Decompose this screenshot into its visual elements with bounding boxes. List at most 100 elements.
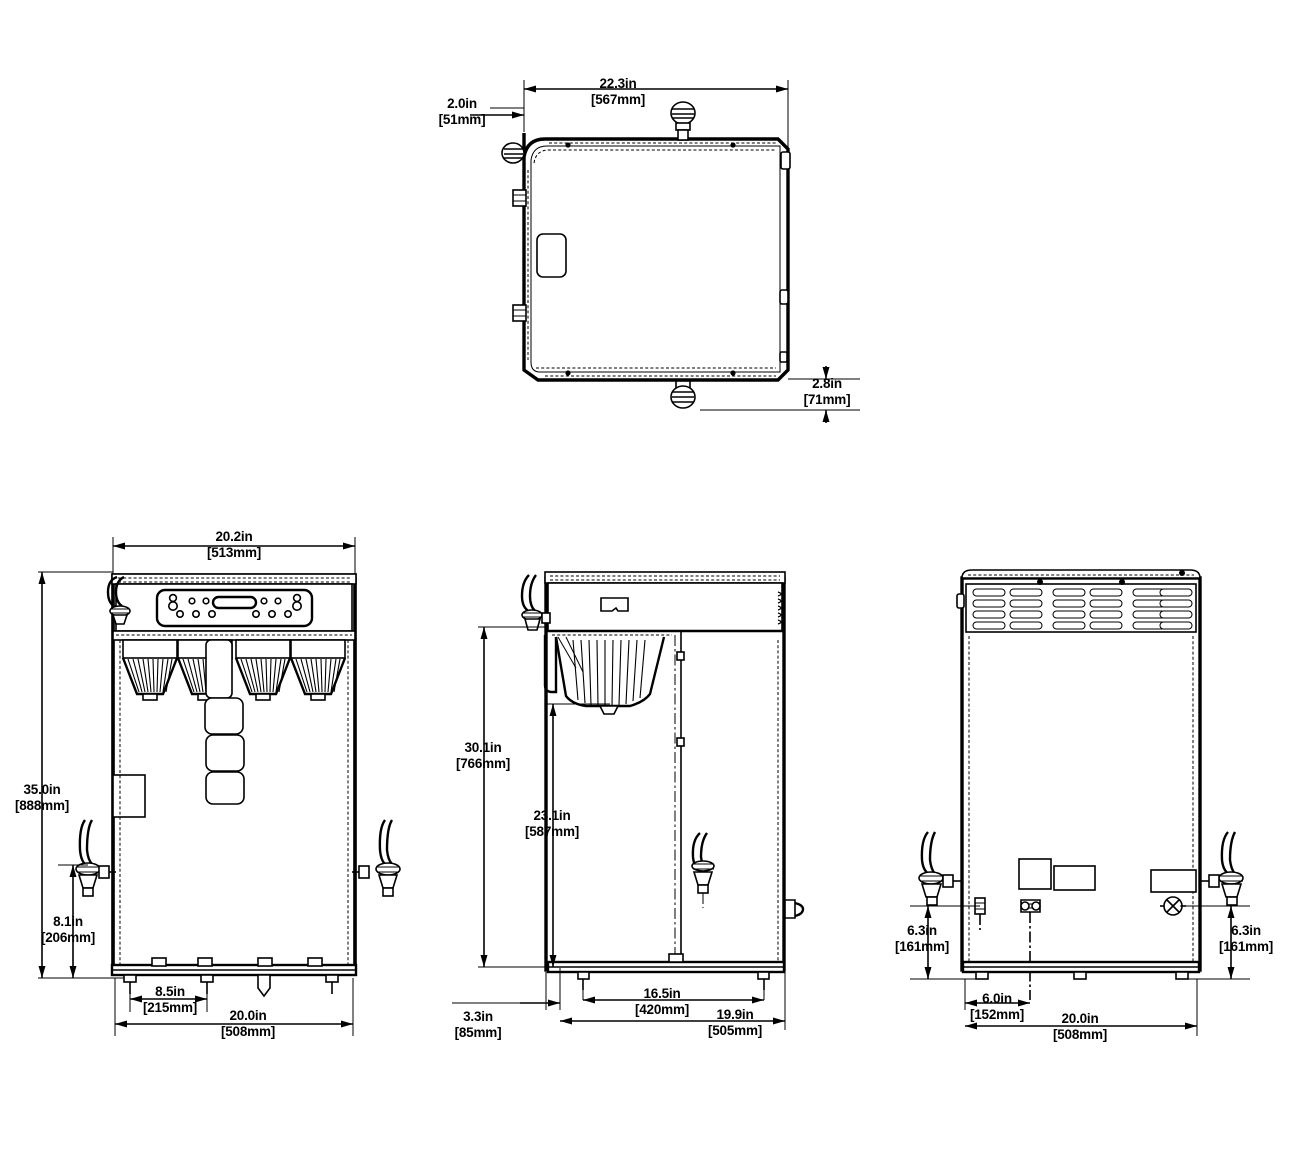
side-head-ribs: [777, 591, 782, 625]
arrow-right: [752, 996, 764, 1004]
arrow-up: [1227, 906, 1235, 918]
side-footspace-in-label: 16.5in: [643, 986, 680, 1001]
rear-conduit-fitting-right: [1160, 896, 1186, 916]
front-faucet-in-label: 8.1in: [53, 914, 83, 929]
vent-louver: [1052, 599, 1086, 608]
arrow-right: [1185, 1022, 1197, 1030]
top-view: [470, 80, 860, 423]
arrow-rear-down: [822, 410, 830, 422]
indicator-light-icon: [274, 597, 282, 605]
vent-louver: [1089, 588, 1123, 597]
arrow-left: [115, 1020, 127, 1028]
rear-top-cap: [961, 569, 1201, 579]
rear-foot: [975, 971, 989, 980]
front-footspace-in-label: 8.5in: [155, 984, 185, 999]
top-fastener-dot: [565, 370, 571, 376]
indicator-light-icon: [188, 597, 196, 605]
top-right-tab-lower: [779, 351, 788, 363]
front-funnel-right: [289, 639, 347, 701]
vent-louver: [1009, 621, 1043, 630]
top-left-hex-fitting-lower: [512, 304, 527, 322]
base-bracket: [307, 957, 323, 967]
rear-right-plate: [1150, 869, 1197, 893]
rear-rightfaucet-mm-label: [161mm]: [1219, 939, 1273, 954]
arrow-left: [113, 542, 125, 550]
front-side-panel: [112, 774, 146, 818]
front-hotwater-faucet: [106, 575, 131, 625]
top-rear-mm-label: [71mm]: [804, 392, 851, 407]
side-top-hood: [544, 571, 786, 584]
side-offset-in-label: 3.3in: [463, 1009, 493, 1024]
rear-inlet-mm-label: [152mm]: [970, 1007, 1024, 1022]
top-faucet-fitting-lower: [670, 380, 696, 409]
arrow-down: [38, 966, 46, 978]
front-basewidth-in-label: 20.0in: [229, 1008, 266, 1023]
panel-button-icon: [267, 609, 276, 618]
rear-basewidth-mm-label: [508mm]: [1053, 1027, 1107, 1042]
arrow-up: [549, 704, 557, 716]
server-column-3: [205, 734, 245, 772]
side-view: [452, 571, 805, 1030]
arrow-right: [776, 85, 788, 93]
rear-leftfaucet-mm-label: [161mm]: [895, 939, 949, 954]
side-right-handle: [784, 899, 805, 919]
vent-louver: [1089, 599, 1123, 608]
rear-vent-grid: [972, 588, 1193, 630]
vent-louver: [1052, 621, 1086, 630]
panel-button-icon: [283, 609, 292, 618]
top-body-outline: [522, 133, 790, 382]
rear-label-plate: [1053, 865, 1096, 891]
arrow-up: [69, 865, 77, 877]
funnel-rim: [122, 639, 178, 659]
base-bracket: [257, 957, 273, 967]
indicator-light-icon: [202, 597, 210, 605]
front-height-mm-label: [888mm]: [15, 798, 69, 813]
panel-button-icon: [192, 609, 201, 618]
vent-louver: [1089, 610, 1123, 619]
side-height-mm-label: [766mm]: [456, 756, 510, 771]
rear-left-tab: [956, 593, 965, 609]
front-drain-probe: [257, 974, 271, 998]
server-column-2: [204, 697, 244, 735]
rear-fastener-dot: [1179, 570, 1185, 576]
side-funnel-in-label: 23.1in: [533, 808, 570, 823]
vent-louver: [1159, 621, 1193, 630]
display-window: [211, 595, 258, 610]
front-topwidth-in-label: 20.2in: [215, 529, 252, 544]
vent-louver: [1052, 588, 1086, 597]
panel-button-icon: [252, 609, 261, 618]
vent-louver: [1009, 588, 1043, 597]
vent-louver: [1159, 610, 1193, 619]
funnel-rim: [290, 639, 346, 659]
side-funnel: [543, 635, 666, 715]
arrow-left: [560, 1017, 572, 1025]
server-column-4: [205, 771, 245, 805]
front-topwidth-mm-label: [513mm]: [207, 545, 261, 560]
top-right-tab-upper: [780, 151, 791, 170]
side-height-in-label: 30.1in: [464, 740, 501, 755]
server-column-top: [205, 639, 233, 699]
funnel-spout: [310, 693, 326, 701]
arrow-right: [343, 542, 355, 550]
vent-louver: [972, 588, 1006, 597]
base-bracket: [197, 957, 213, 967]
arrow-rear-up: [822, 367, 830, 379]
top-faucet-fitting-upper: [670, 101, 696, 141]
top-corner-knob: [501, 142, 525, 164]
top-right-tab-mid: [779, 289, 789, 305]
front-funnel-right-inner: [234, 639, 292, 701]
top-offset-in-label: 2.0in: [447, 96, 477, 111]
arrow-right: [548, 999, 560, 1007]
front-faucet-mm-label: [206mm]: [41, 930, 95, 945]
funnel-spout: [142, 693, 158, 701]
front-faucet-right: [352, 819, 401, 897]
rear-inlet-fitting-center: [1020, 899, 1041, 1000]
side-footspace-mm-label: [420mm]: [635, 1002, 689, 1017]
control-knob-icon: [292, 593, 302, 603]
vent-louver: [1159, 588, 1193, 597]
arrow-down: [924, 967, 932, 979]
front-brew-shelf: [112, 630, 356, 641]
side-depth-mm-label: [505mm]: [708, 1023, 762, 1038]
